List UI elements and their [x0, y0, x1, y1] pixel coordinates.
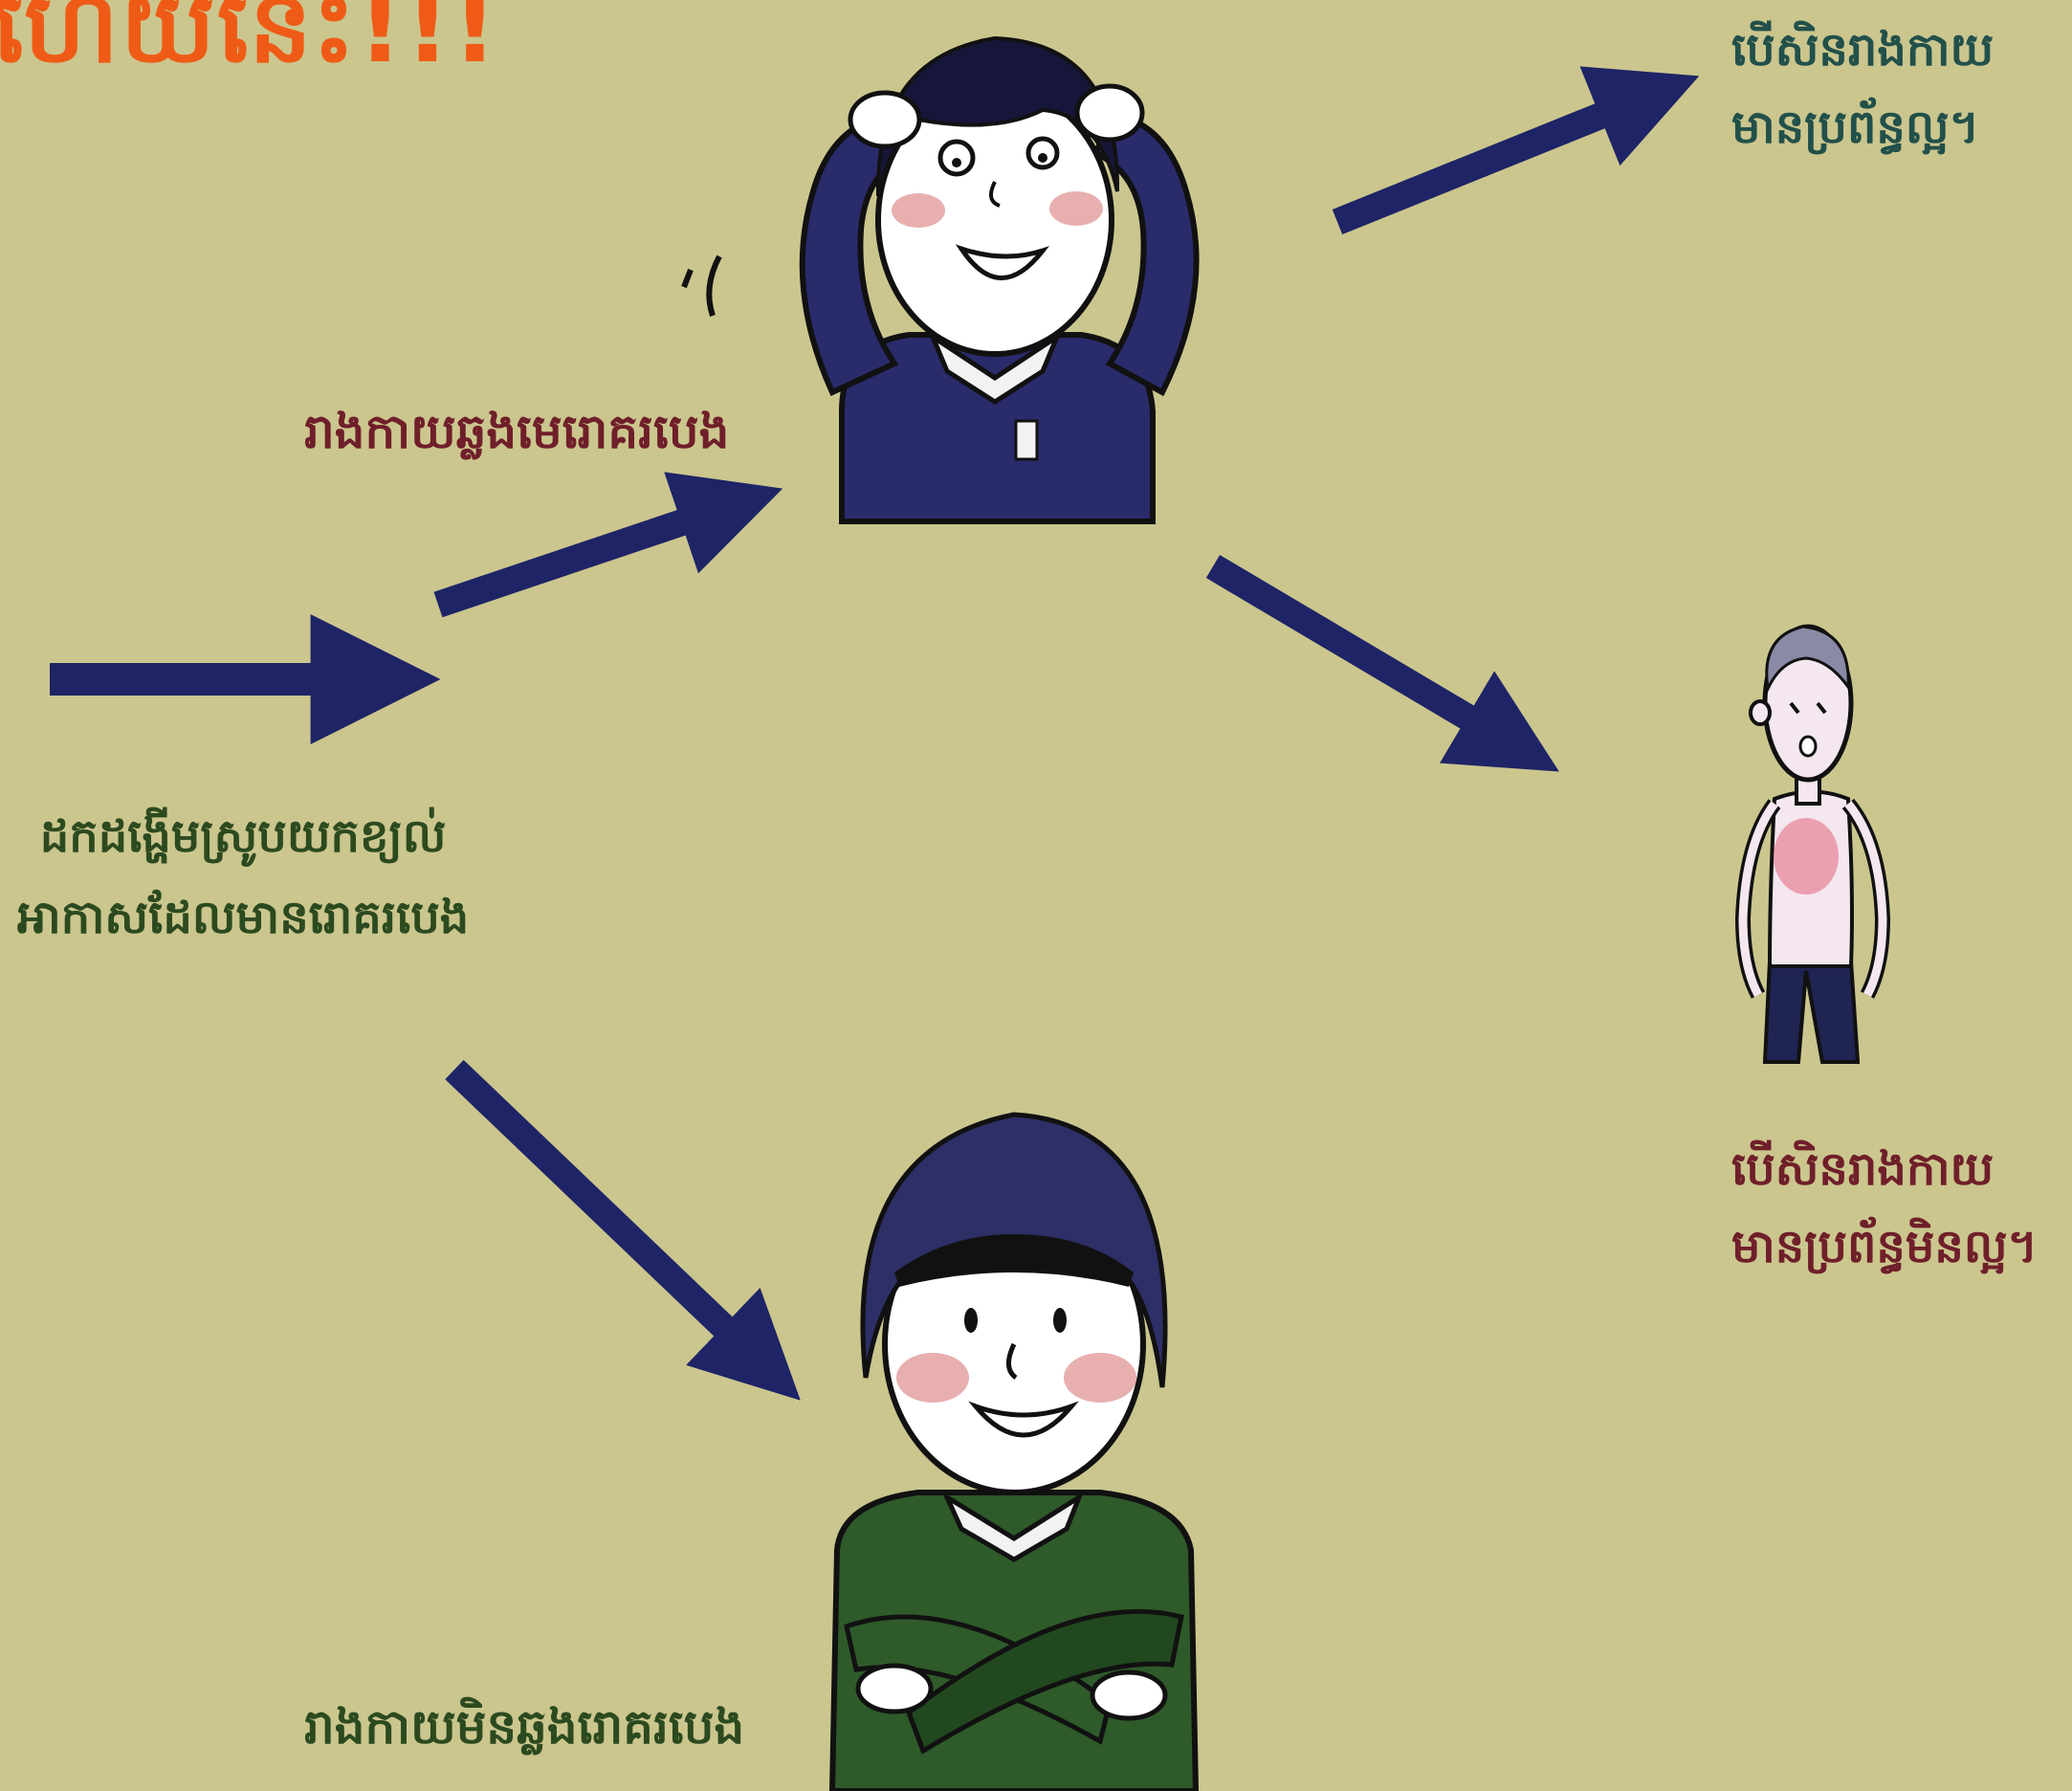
infected-man-illustration	[681, 35, 1200, 524]
label-inhale-line1: ដកដង្ហើមស្រូបយកខ្យល់	[39, 809, 447, 863]
label-good-immune-system: បើសិនរាងកាយ មានប្រព័ន្ធល្អ។	[1731, 19, 1994, 174]
label-body-not-infected: រាងកាយមិនឆ្លងរោគរបេង	[304, 1699, 745, 1755]
arrow-to-good-system	[1332, 66, 1700, 234]
label-weak-immune-system: បើសិនរាងកាយ មានប្រព័ន្ធមិនល្អ។	[1731, 1139, 2038, 1294]
label-good-line1: បើសិនរាងកាយ	[1731, 23, 1995, 77]
label-bad-line1: បើសិនរាងកាយ	[1731, 1142, 1995, 1196]
label-inhale-infected-air: ដកដង្ហើមស្រូបយកខ្យល់ អាកាសដែលមានរោគរបេង	[17, 806, 469, 968]
sick-man-illustration	[1734, 624, 1891, 1064]
arrow-to-bad-system	[1205, 554, 1559, 772]
label-body-infected: រាងកាយឆ្លងមេរោគរបេង	[304, 404, 730, 459]
arrow-to-infected	[433, 472, 783, 618]
label-inhale-line2: អាកាសដែលមានរោគរបេង	[17, 890, 470, 944]
label-bad-line2: មានប្រព័ន្ធមិនល្អ។	[1731, 1219, 2039, 1273]
arrow-to-not-infected	[445, 1059, 801, 1401]
page-title: ហើយនេះ!!!	[0, 0, 500, 85]
label-good-line2: មានប្រព័ន្ធល្អ។	[1731, 100, 1980, 154]
healthy-woman-illustration	[828, 1112, 1200, 1791]
